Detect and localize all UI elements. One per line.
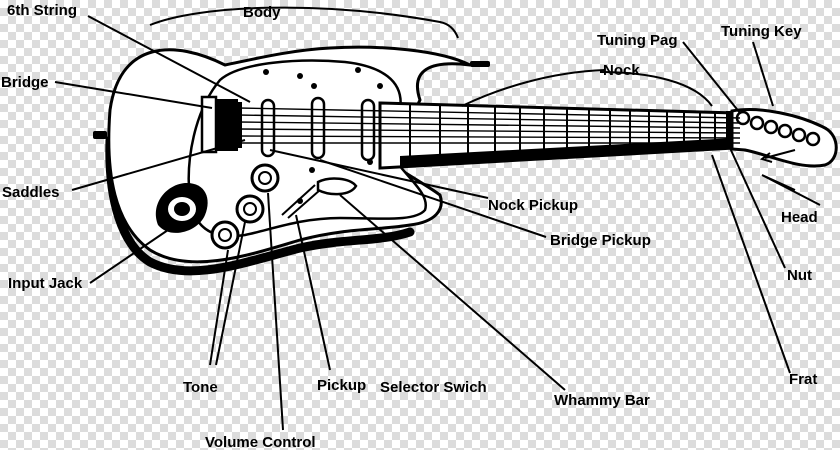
part-labels: 6th String Body Bridge Saddles Input Jac… (1, 2, 818, 450)
label-nut: Nut (787, 267, 812, 284)
label-input-jack: Input Jack (8, 275, 83, 292)
control-knobs (210, 163, 280, 250)
input-jack-plate (155, 182, 208, 233)
label-nock: Nock (603, 62, 640, 79)
selector-switch (281, 184, 321, 219)
label-saddles: Saddles (2, 184, 60, 201)
label-volume-control: Volume Control (205, 434, 316, 450)
leader-lines (54, 6, 821, 431)
label-head: Head (781, 209, 818, 226)
label-frat: Frat (789, 371, 817, 388)
label-bridge-pickup: Bridge Pickup (550, 232, 651, 249)
label-nock-pickup: Nock Pickup (488, 197, 578, 214)
bridge-assembly (200, 95, 242, 154)
label-whammy-bar: Whammy Bar (554, 392, 650, 409)
label-pickup: Pickup (317, 377, 366, 394)
label-6th-string: 6th String (7, 2, 77, 19)
strings (237, 107, 741, 144)
label-tuning-pag: Tuning Pag (597, 32, 678, 49)
pickguard-screws (263, 67, 383, 173)
label-tuning-key: Tuning Key (721, 23, 802, 40)
label-tone: Tone (183, 379, 218, 396)
headstock (730, 108, 838, 168)
whammy-bar (316, 177, 358, 196)
label-selector-switch: Selector Swich (380, 379, 487, 396)
label-bridge: Bridge (1, 74, 49, 91)
label-body: Body (243, 4, 281, 21)
guitar-neck (378, 101, 737, 170)
